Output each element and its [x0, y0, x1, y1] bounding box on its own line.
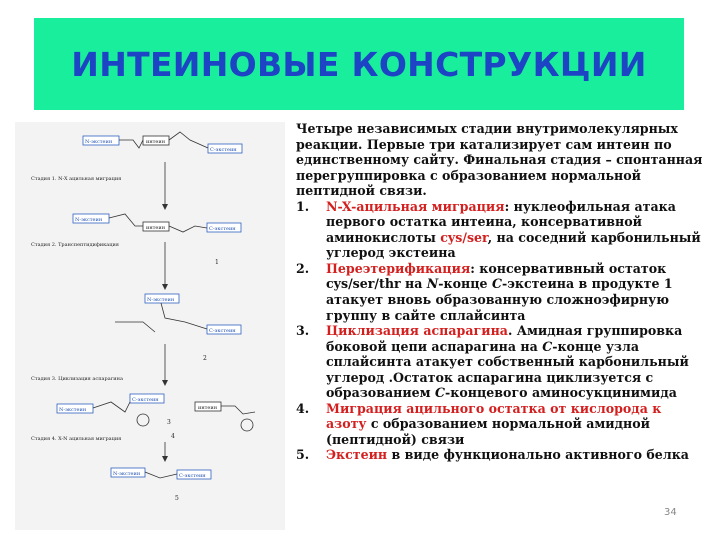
steps-list: 1.N-X-ацильная миграция: нуклеофильная а… — [296, 199, 706, 463]
diagram-product-1: 1 — [215, 259, 219, 266]
diagram-label-intein-4: интеин — [198, 405, 218, 411]
diagram-stage4: Стадия 4. X-N ацильная миграция — [31, 436, 121, 442]
diagram-stage2: Стадия 2. Транспептидификация — [31, 241, 119, 248]
step-item: 1.N-X-ацильная миграция: нуклеофильная а… — [296, 198, 701, 261]
diagram-label-c-extein-4: C-экстеин — [132, 397, 159, 403]
diagram-label-intein: интеин — [146, 139, 166, 145]
diagram-label-n-extein: N-экстеин — [85, 139, 113, 145]
diagram-product-3: 3 — [167, 419, 171, 426]
slide-text: Четыре независимых стадии внутримолекуля… — [296, 121, 706, 463]
diagram-label-n-extein-4: N-экстеин — [59, 407, 87, 413]
stage1-structure — [82, 131, 243, 154]
slide-title: ИНТЕИНОВЫЕ КОНСТРУКЦИИ — [71, 44, 647, 84]
stage4-structure — [56, 393, 256, 432]
step-item: 3.Циклизация аспарагина. Амидная группир… — [296, 323, 689, 401]
diagram-label-c-extein: C-экстеин — [210, 147, 237, 153]
step-item: 4.Миграция ацильного остатка от кислород… — [296, 400, 662, 447]
diagram-label-intein-2: интеин — [146, 225, 166, 231]
diagram-stage3: Стадия 3. Циклизация аспарагина — [31, 376, 123, 382]
intro-paragraph: Четыре независимых стадии внутримолекуля… — [296, 121, 703, 199]
diagram-label-n-extein-2: N-экстеин — [75, 217, 103, 223]
diagram-product-2: 2 — [203, 355, 207, 362]
diagram-label-c-extein-3: C-экстеин — [209, 328, 236, 334]
diagram-stage1: Стадия 1. N-X ацильная миграция — [31, 176, 121, 182]
diagram-label-n-extein-3: N-экстеин — [147, 297, 175, 303]
diagram-product-4: 4 — [171, 433, 175, 440]
step-item: 5.Экстеин в виде функционально активного… — [296, 447, 689, 463]
diagram-label-n-extein-5: N-экстеин — [113, 471, 141, 477]
final-structure — [110, 467, 212, 480]
diagram-label-c-extein-2: C-экстеин — [209, 226, 236, 232]
diagram-label-c-extein-5: C-экстеин — [179, 473, 206, 479]
stage2-structure — [72, 213, 242, 233]
diagram-product-5: 5 — [175, 495, 179, 502]
intein-splicing-diagram: N-экстеин интеин C-экстеин Стадия 1. N-X… — [15, 122, 285, 530]
stage3-structure — [115, 293, 242, 335]
title-band: ИНТЕИНОВЫЕ КОНСТРУКЦИИ — [34, 18, 684, 110]
step-item: 2.Переэтерификация: консервативный остат… — [296, 260, 673, 323]
page-number: 34 — [664, 507, 677, 518]
